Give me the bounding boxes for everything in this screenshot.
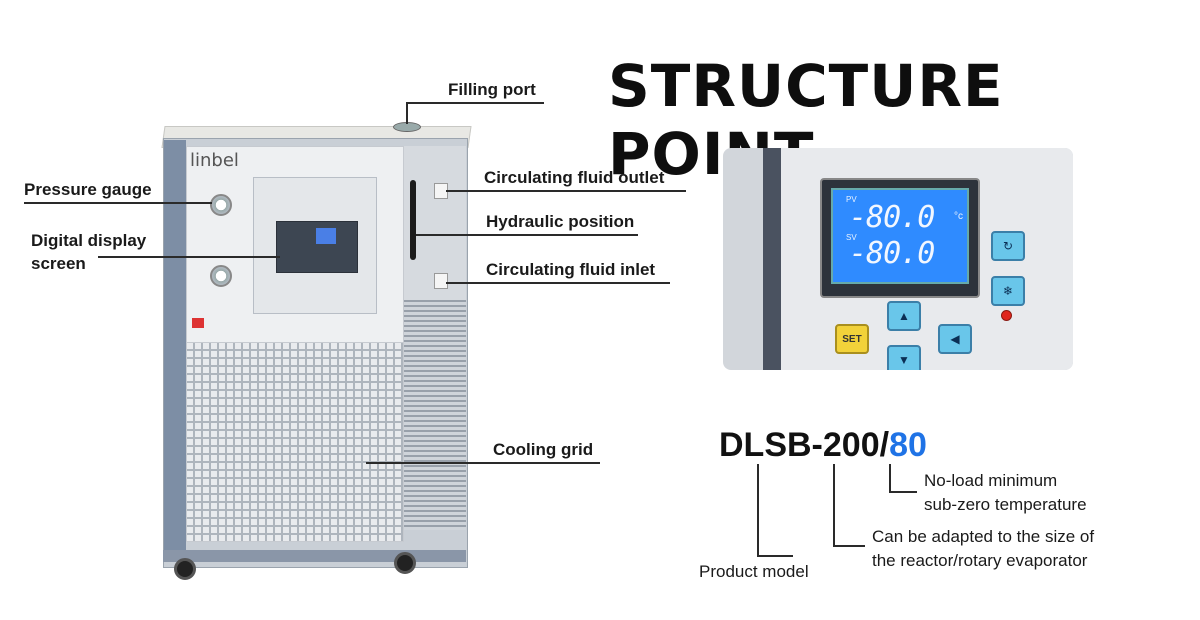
callout-digital-display-line2: screen — [31, 254, 86, 273]
status-led-icon — [1001, 310, 1012, 321]
wheel-right-icon — [394, 552, 416, 574]
callout-cooling-grid: Cooling grid — [493, 440, 594, 459]
leader-line — [889, 491, 917, 493]
pressure-gauge-icon — [210, 194, 232, 216]
down-button[interactable]: ▼ — [887, 345, 921, 370]
callout-inlet: Circulating fluid inlet — [486, 260, 656, 279]
temp-note-line1: No-load minimum — [924, 471, 1058, 490]
pv-label: PV — [846, 195, 857, 204]
triangle-down-icon: ▼ — [898, 353, 910, 367]
callout-digital-display: Digital display — [31, 231, 147, 250]
model-prefix: DLSB-200/ — [719, 426, 890, 464]
leader-line — [446, 190, 686, 192]
warning-sticker-icon — [192, 318, 204, 328]
size-note-line1: Can be adapted to the size of — [872, 527, 1095, 546]
hydraulic-level-window — [410, 180, 416, 260]
lcd-screen — [831, 188, 969, 284]
left-button[interactable]: ◀ — [938, 324, 972, 354]
leader-line — [833, 464, 835, 546]
refresh-icon: ↻ — [1002, 239, 1014, 253]
unit-label: °c — [954, 211, 963, 222]
leader-line — [889, 464, 891, 492]
set-button[interactable]: SET — [835, 324, 869, 354]
callout-outlet: Circulating fluid outlet — [484, 168, 665, 187]
callout-hydraulic: Hydraulic position — [486, 212, 635, 231]
callout-filling-port: Filling port — [448, 80, 536, 99]
sv-value: -80.0 — [849, 236, 935, 271]
triangle-left-icon: ◀ — [950, 332, 960, 346]
inlet-port-icon — [434, 273, 448, 289]
cabinet-side — [164, 140, 186, 560]
leader-line — [757, 555, 793, 557]
pv-value: -80.0 — [849, 200, 935, 235]
base-frame — [163, 550, 466, 562]
leader-line — [757, 464, 759, 556]
product-model-note: Product model — [699, 562, 809, 581]
leader-line — [406, 102, 408, 124]
wheel-left-icon — [174, 558, 196, 580]
snowflake-icon: ❄ — [1002, 284, 1014, 298]
cycle-button[interactable]: ↻ — [991, 231, 1025, 261]
model-number: DLSB-200/80 — [719, 426, 927, 465]
cooling-grid — [186, 342, 404, 542]
up-button[interactable]: ▲ — [887, 301, 921, 331]
size-note-line2: the reactor/rotary evaporator — [872, 551, 1088, 570]
sv-label: SV — [846, 233, 857, 242]
leader-line — [833, 545, 865, 547]
side-vent — [404, 300, 466, 530]
leader-line — [98, 256, 280, 258]
temp-note-line2: sub-zero temperature — [924, 495, 1087, 514]
leader-line — [366, 462, 600, 464]
panel-edge — [763, 148, 781, 370]
leader-line — [416, 234, 638, 236]
brand-logo: linbel — [190, 150, 239, 171]
controller-lcd — [316, 228, 336, 244]
leader-line — [24, 202, 212, 204]
triangle-up-icon: ▲ — [898, 309, 910, 323]
callout-pressure-gauge: Pressure gauge — [24, 180, 152, 199]
leader-line — [406, 102, 544, 104]
pressure-gauge-lower-icon — [210, 265, 232, 287]
leader-line — [446, 282, 670, 284]
control-panel-closeup: PV -80.0 °c SV -80.0 ↻ ❄ ▲ ◀ ▼ SET — [723, 148, 1073, 370]
model-temperature: 80 — [889, 426, 927, 464]
cooling-button[interactable]: ❄ — [991, 276, 1025, 306]
